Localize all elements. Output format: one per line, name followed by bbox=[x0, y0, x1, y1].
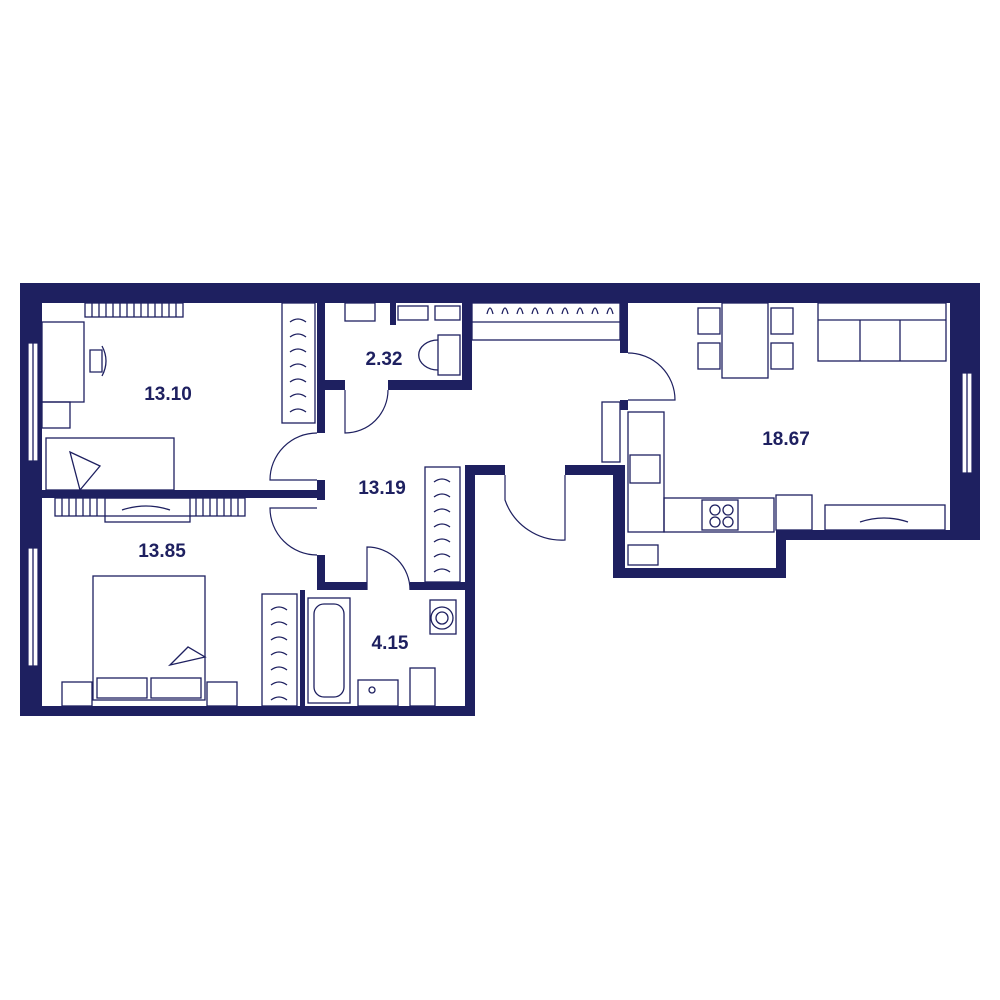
room-area-wc: 2.32 bbox=[366, 349, 403, 370]
room-area-bathroom: 4.15 bbox=[372, 633, 409, 654]
hall-furniture bbox=[270, 302, 621, 701]
doors bbox=[269, 352, 676, 591]
room-area-kitchen-living: 18.67 bbox=[762, 429, 810, 450]
bedroom-1-furniture bbox=[41, 302, 316, 492]
area-labels: 13.10 13.85 13.19 2.32 4.15 18.67 bbox=[138, 349, 810, 654]
room-area-bedroom-2: 13.85 bbox=[138, 541, 186, 562]
bathroom-fixtures bbox=[307, 597, 457, 707]
kitchen-living-furniture bbox=[627, 302, 947, 566]
room-area-bedroom-1: 13.10 bbox=[144, 384, 192, 405]
windows bbox=[27, 342, 968, 667]
wc-fixtures bbox=[344, 302, 461, 376]
walls bbox=[20, 283, 980, 716]
bedroom-2-furniture bbox=[54, 497, 298, 707]
room-area-hallway: 13.19 bbox=[358, 478, 406, 499]
